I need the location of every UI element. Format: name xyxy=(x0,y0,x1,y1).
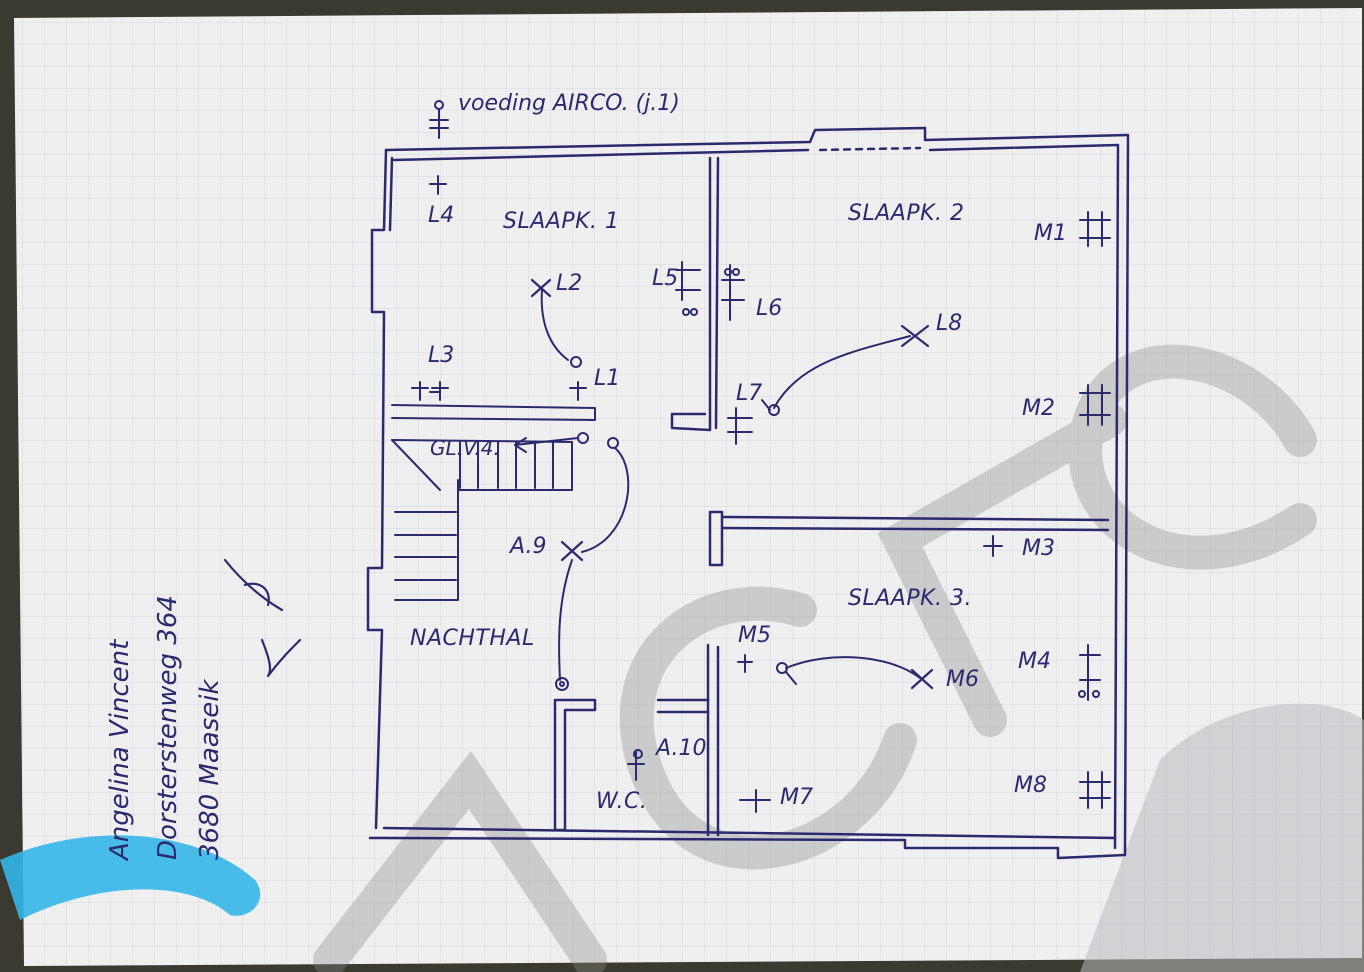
room-slaapk3: SLAAPK. 3. xyxy=(848,586,972,611)
label-M5: M5 xyxy=(738,623,771,648)
label-L3: L3 xyxy=(428,343,454,368)
label-M6: M6 xyxy=(946,667,979,692)
shadow-area xyxy=(1080,703,1364,972)
room-nachthal: NACHTHAL xyxy=(410,626,535,651)
address-city: 3680 Maaseik xyxy=(195,679,225,860)
label-GLV: GL.V.4. xyxy=(430,436,500,460)
title-airco: voeding AIRCO. (j.1) xyxy=(458,91,680,116)
label-L5: L5 xyxy=(652,266,678,291)
outer-walls xyxy=(366,126,1130,860)
watermark-logo xyxy=(313,344,1317,972)
label-M4: M4 xyxy=(1018,649,1051,674)
label-A10: A.10 xyxy=(654,736,706,761)
label-L1: L1 xyxy=(594,366,620,391)
interior-walls xyxy=(553,156,1110,837)
label-L6: L6 xyxy=(756,296,782,321)
light-point-icons xyxy=(530,278,934,690)
room-slaapk2: SLAAPK. 2 xyxy=(848,201,965,226)
address-name: Angelina Vincent xyxy=(105,639,135,862)
paper-sheet xyxy=(14,8,1362,966)
address-block: Angelina Vincent Dorsterstenweg 364 3680… xyxy=(105,595,225,862)
label-M8: M8 xyxy=(1014,773,1047,798)
airco-supply-symbol-icon xyxy=(429,100,449,139)
label-L7: L7 xyxy=(736,381,762,406)
label-A9: A.9 xyxy=(508,534,546,559)
label-L8: L8 xyxy=(936,311,962,336)
label-M2: M2 xyxy=(1022,396,1055,421)
room-wc: W.C. xyxy=(596,789,647,814)
address-street: Dorsterstenweg 364 xyxy=(153,595,183,860)
watermark-accent-icon xyxy=(0,835,261,920)
label-L2: L2 xyxy=(556,271,582,296)
staircase xyxy=(391,404,596,601)
room-slaapk1: SLAAPK. 1 xyxy=(503,209,620,234)
label-M3: M3 xyxy=(1022,536,1055,561)
socket-symbol-icons xyxy=(411,175,1111,813)
label-L4: L4 xyxy=(428,203,454,228)
label-M1: M1 xyxy=(1034,221,1067,246)
label-M7: M7 xyxy=(780,785,813,810)
signature-icon xyxy=(223,558,302,678)
switch-icons xyxy=(540,289,921,691)
